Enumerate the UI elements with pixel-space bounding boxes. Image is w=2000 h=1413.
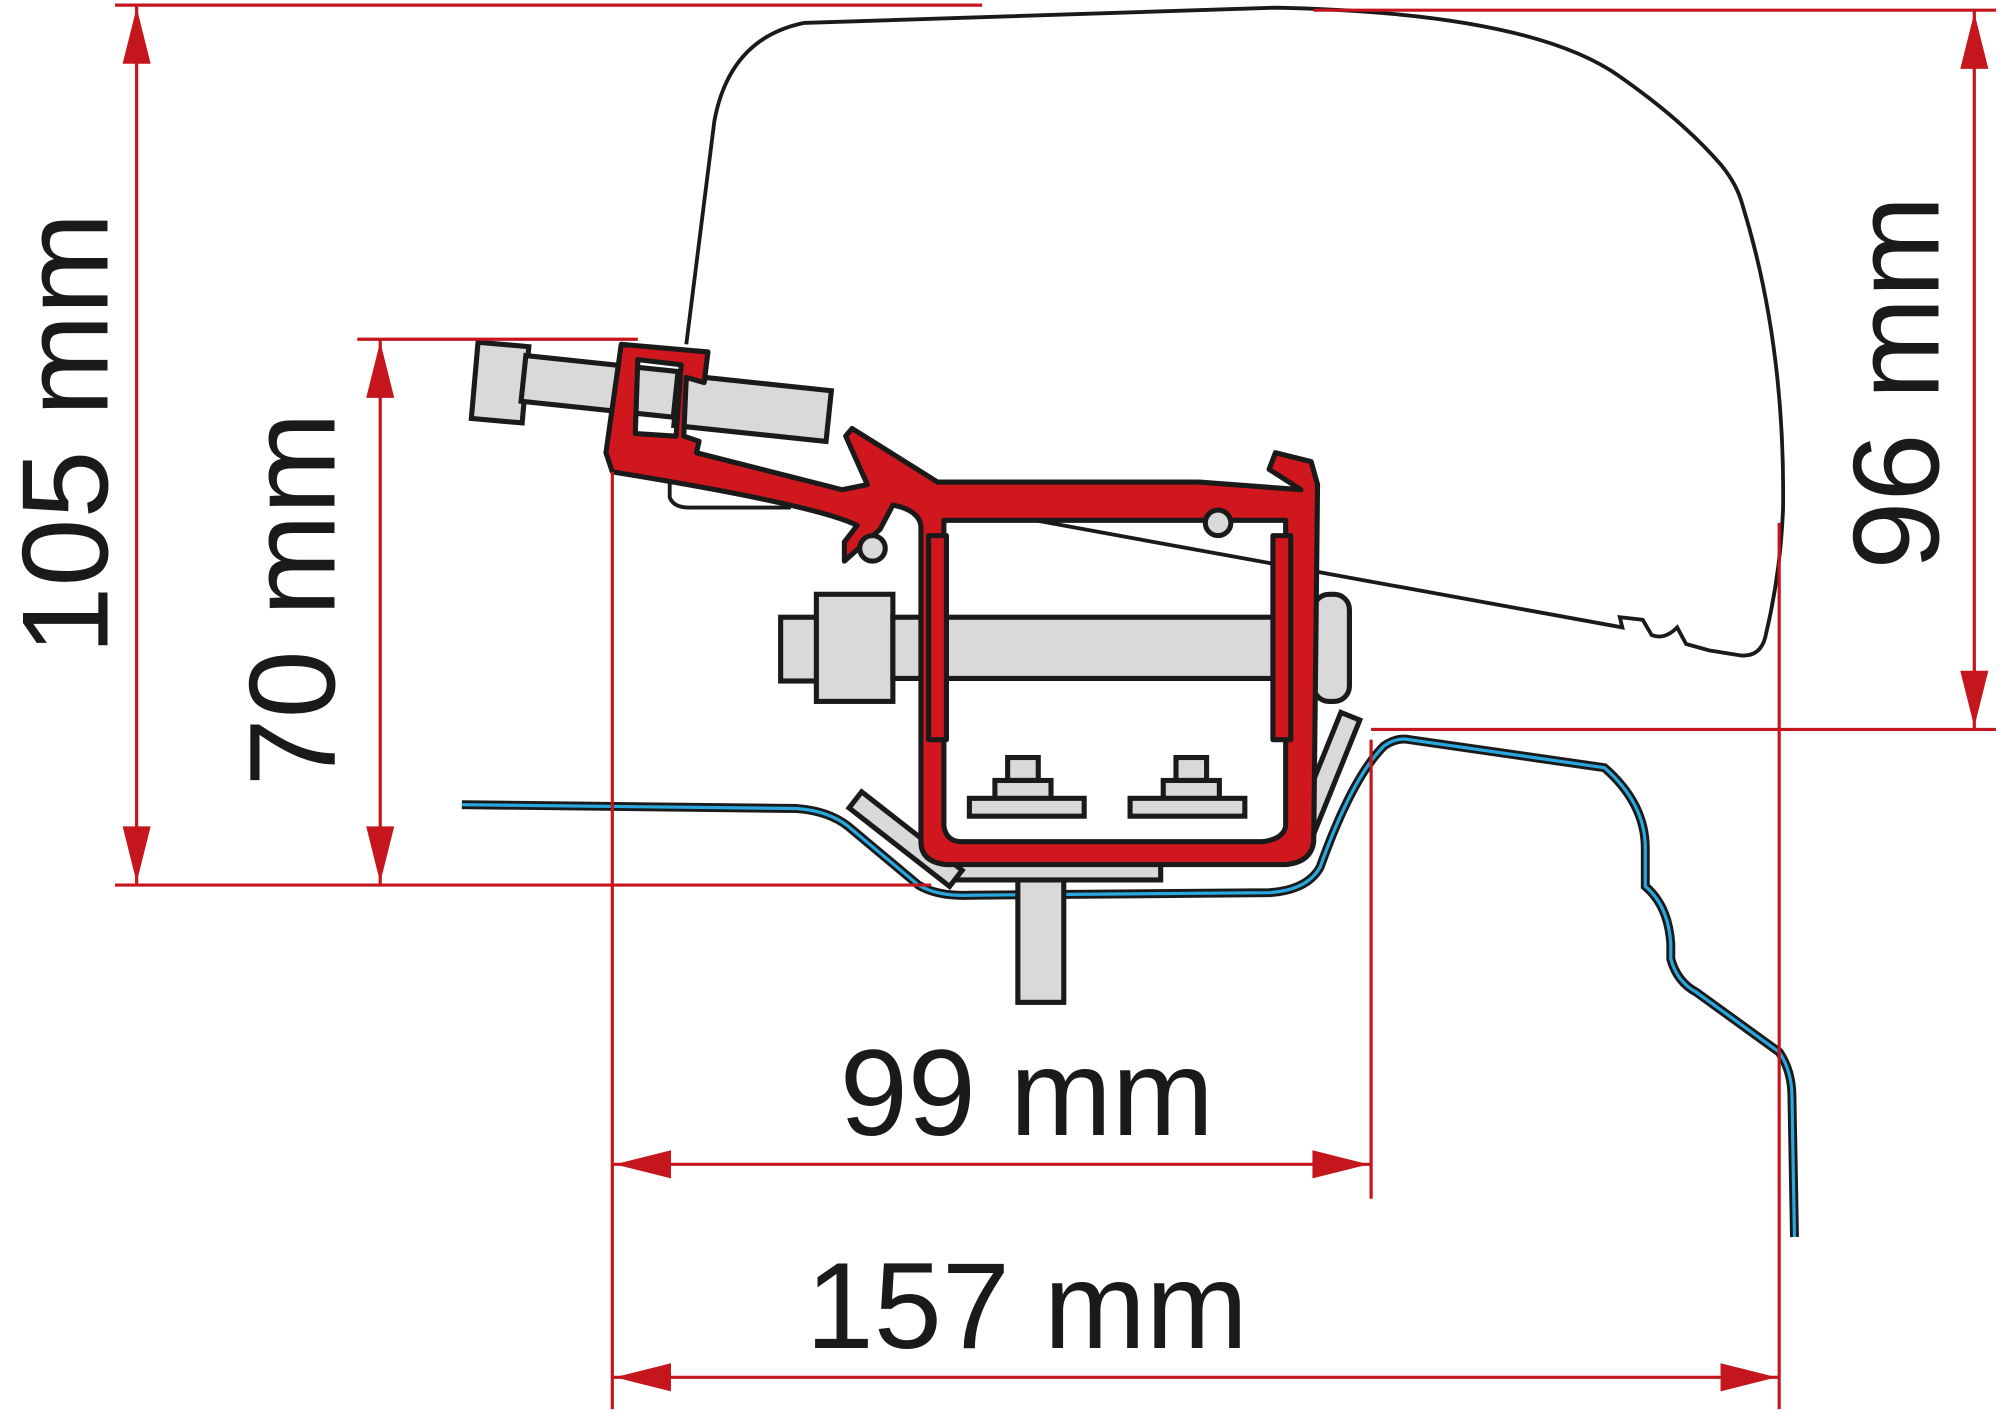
awning-lower-edge (667, 478, 791, 510)
label-overall-height: 105 mm (0, 213, 133, 655)
mounting-bolts (468, 339, 1364, 1005)
dimension-lines (114, 3, 1996, 1410)
label-bracket-height: 70 mm (223, 412, 360, 786)
vehicle-roof (461, 734, 1799, 1238)
label-inner-width: 99 mm (840, 1024, 1214, 1161)
label-awning-height: 96 mm (1828, 196, 1965, 570)
awning-bracket (603, 341, 1321, 868)
label-overall-width: 157 mm (806, 1237, 1248, 1374)
